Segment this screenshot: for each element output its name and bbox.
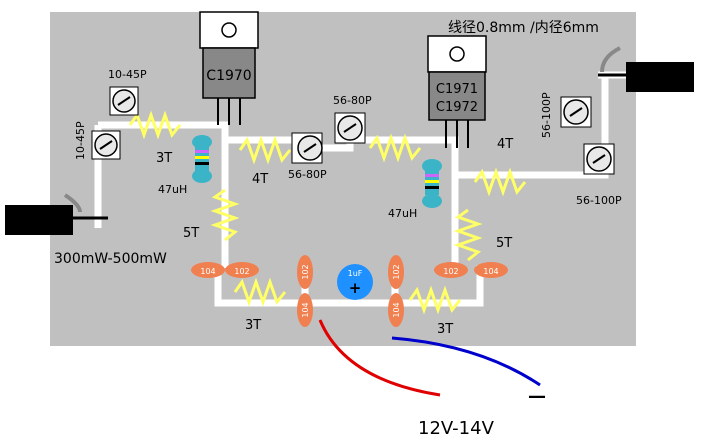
cap-k5 [388,255,404,289]
coil-c1-label: 3T [156,151,172,166]
inductor-l2-label: 47uH [388,207,417,220]
transistor-q1 [199,11,259,125]
trimmer-t2[interactable] [91,130,121,160]
coil-c6 [233,277,287,307]
cap-k8-label: 104 [483,267,498,276]
coil-c2 [238,135,292,165]
coil-out [473,167,527,197]
trimmer-t4[interactable] [291,132,323,164]
coil-c1 [128,110,182,140]
inductor-l1 [192,135,212,183]
trimmer-t6-label: 56-100P [576,194,622,207]
coil-c7 [408,285,462,315]
coil-group [128,110,527,315]
q1-label: C1970 [206,68,251,84]
cap-k7 [434,262,468,278]
output-antenna-curve [600,46,621,73]
cap-k2 [225,262,259,278]
cap-k5-label: 102 [392,264,401,279]
cap-k6-label: 104 [392,302,401,317]
trimmer-t5[interactable] [560,96,592,128]
trimmer-t2-label: 10-45P [74,121,87,160]
cap-k1-label: 104 [200,267,215,276]
cap-k8 [474,262,508,278]
trimmer-t1[interactable] [109,86,139,116]
q2-label-2: C1972 [436,100,478,115]
electrolytic-value: 1uF [348,269,363,278]
trimmer-t5-label: 56-100P [540,92,553,138]
negative-sign: — [528,386,546,407]
cap-k4-label: 104 [301,302,310,317]
q2-label-1: C1971 [436,82,478,97]
output-connector [626,62,694,92]
cap-k3-label: 102 [301,264,310,279]
coil-c7-label: 3T [437,322,453,337]
coil-c6-label: 3T [245,318,261,333]
inductor-l2 [422,159,442,208]
trimmer-t3[interactable] [334,112,366,144]
electrolytic-polarity: + [349,279,362,297]
coil-c2-label: 4T [252,172,268,187]
positive-wire [318,319,441,397]
coil-c5 [453,208,483,262]
supply-voltage-label: 12V-14V [418,418,495,439]
trimmer-t6[interactable] [583,143,615,175]
input-connector [5,205,73,235]
cap-k2-label: 102 [234,267,249,276]
cap-k4 [297,293,313,327]
cap-k7-label: 102 [443,267,458,276]
coil-c4-label: 5T [183,226,199,241]
inductor-l1-label: 47uH [158,183,187,196]
transistor-q2 [427,35,487,148]
coil-c5-label: 5T [496,236,512,251]
input-antenna-curve [63,193,82,213]
header-note: 线径0.8mm /内径6mm [448,20,599,36]
trimmer-t3-label: 56-80P [333,94,372,107]
cap-k3 [297,255,313,289]
coil-c3 [368,133,422,163]
power-in-label: 300mW-500mW [54,251,167,267]
negative-wire [391,336,541,387]
coil-c4 [210,188,240,242]
trimmer-t4-label: 56-80P [288,168,327,181]
electrolytic-capacitor [337,264,373,300]
trimmer-t1-label: 10-45P [108,68,147,81]
pcb-board [50,12,636,346]
cap-k6 [388,293,404,327]
coil-c3-label: 4T [497,137,513,152]
cap-k1 [191,262,225,278]
